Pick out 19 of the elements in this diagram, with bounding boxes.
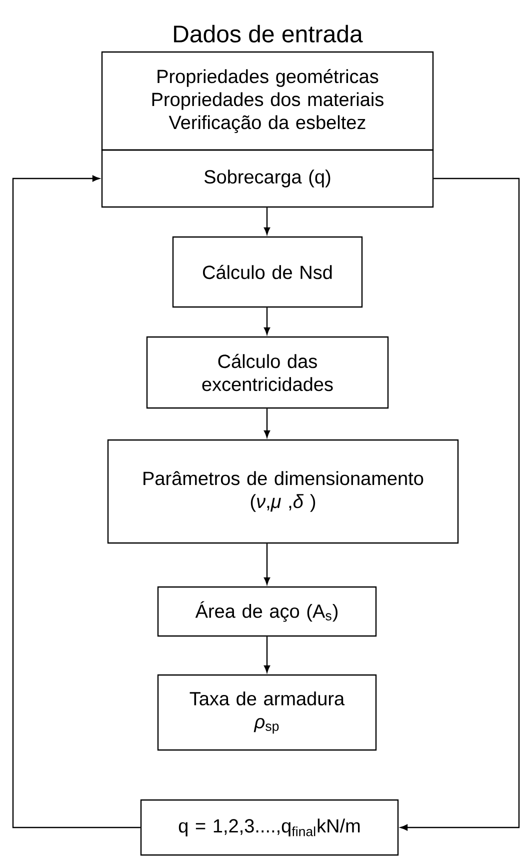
body-text: Propriedades dos materiais [152, 92, 384, 110]
input-box: Dados de entrada Propriedades geométricas Propriedades dos materiais Verificação da esbeltez [101, 24, 434, 151]
arrow [264, 308, 270, 335]
arrow [264, 208, 270, 235]
process-box: Cálculo das excentricidades [146, 336, 389, 409]
process-box: Cálculo de Nsd [172, 236, 363, 308]
arrow [400, 178, 520, 831]
process-box: q = 1,2,3....,q$_{final}$kN/m [140, 799, 399, 856]
body-text: Propriedades geométricas [158, 69, 378, 87]
arrow [264, 636, 270, 673]
process-box: Área de aço (A$_{s}$) [157, 586, 377, 637]
body-text: Verificação da esbeltez [168, 115, 366, 134]
node-label: Dados de entrada [174, 24, 363, 42]
process-box: Sobrecarga (q) [101, 149, 434, 208]
arrow [264, 544, 270, 585]
arrow [12, 175, 140, 828]
process-box: Parâmetros de dimensionamento (ν,μ ,δ ) [107, 439, 459, 544]
arrow [264, 408, 270, 438]
process-box: Taxa de armadura ρ$_{sp}$ [157, 674, 377, 751]
